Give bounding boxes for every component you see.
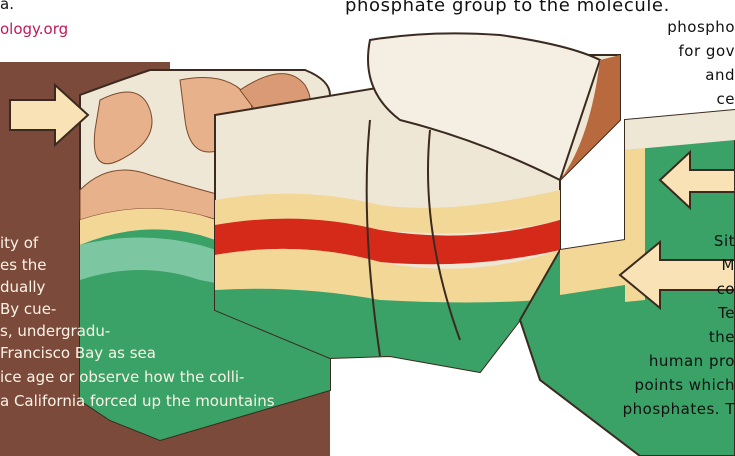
- right-upper-line: for gov: [679, 44, 735, 59]
- right-upper-line: and: [705, 68, 735, 83]
- top-fragment-text: a.: [0, 0, 14, 12]
- right-lower-line: points which: [634, 378, 735, 393]
- left-text-line: Francisco Bay as sea: [0, 346, 156, 361]
- top-header-text: phosphate group to the molecule.: [345, 0, 670, 15]
- right-lower-line: Sit: [714, 234, 735, 249]
- website-link[interactable]: ology.org: [0, 22, 68, 37]
- right-lower-line: human pro: [649, 354, 735, 369]
- left-text-line: By cue-: [0, 302, 56, 317]
- left-text-line: ity of: [0, 236, 38, 251]
- right-lower-line: M: [722, 258, 735, 273]
- right-lower-line: phosphates. T: [623, 402, 735, 417]
- left-text-line: a California forced up the mountains: [0, 394, 275, 409]
- arrow-right-icon: [10, 85, 88, 145]
- left-text-line: ice age or observe how the colli-: [0, 370, 244, 385]
- right-lower-line: Te: [718, 306, 735, 321]
- left-text-line: s, undergradu-: [0, 324, 110, 339]
- left-text-line: dually: [0, 280, 45, 295]
- left-text-line: es the: [0, 258, 46, 273]
- right-upper-line: phospho: [667, 20, 735, 35]
- right-lower-line: the: [709, 330, 735, 345]
- right-upper-line: ce: [717, 92, 735, 107]
- right-lower-line: co: [717, 282, 735, 297]
